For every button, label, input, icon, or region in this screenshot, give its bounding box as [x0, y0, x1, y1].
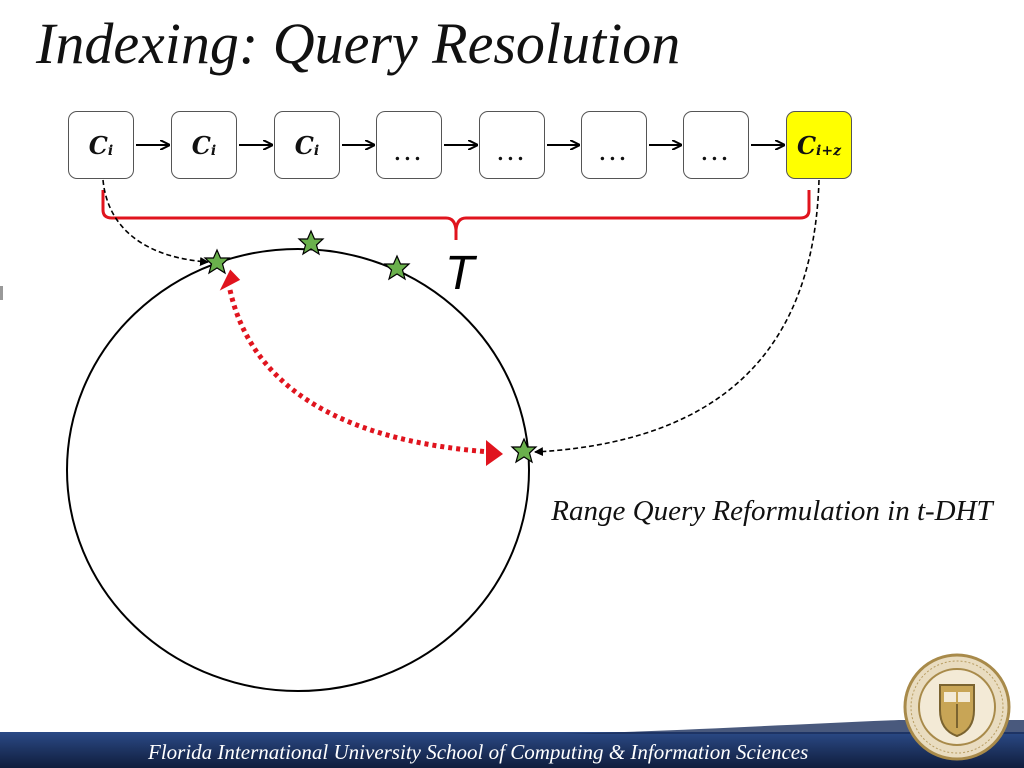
chain-node-1-sub: i: [107, 143, 114, 159]
caption: Range Query Reformulation in t-DHT: [551, 495, 993, 527]
chain-node-7: …: [683, 111, 749, 179]
star-icon: [203, 248, 231, 275]
red-arrowhead-right: [486, 440, 503, 466]
chain-node-4-ellipsis: …: [394, 134, 424, 167]
chain-node-1-base: C: [88, 130, 108, 160]
red-arrowhead-top: [219, 269, 241, 291]
dht-ring: [66, 248, 530, 692]
chain-node-7-ellipsis: …: [701, 134, 731, 167]
mapping-arrow-left: [102, 179, 209, 266]
chain-node-8-sub: i+z: [816, 143, 842, 159]
slide-title: Indexing: Query Resolution: [36, 11, 681, 76]
range-double-arrow: [227, 289, 491, 455]
chain-node-8-base: C: [796, 130, 817, 160]
chain-node-2-base: C: [191, 130, 211, 160]
star-icon: [383, 254, 411, 281]
chain-node-5: …: [479, 111, 545, 179]
chain-node-4: …: [376, 111, 442, 179]
chain-node-2-sub: i: [210, 143, 217, 159]
university-seal-icon: [903, 653, 1011, 761]
footer-text: Florida International University School …: [148, 740, 809, 764]
range-brace: [101, 190, 811, 240]
star-icon: [510, 437, 538, 464]
left-edge-mark: [0, 286, 3, 300]
t-label: T: [445, 247, 475, 300]
chain-node-3-sub: i: [313, 143, 320, 159]
mapping-arrow-right: [534, 179, 820, 457]
chain-node-6-ellipsis: …: [599, 134, 629, 167]
star-icon: [297, 229, 325, 256]
chain-node-3-base: C: [294, 130, 314, 160]
chain-node-6: …: [581, 111, 647, 179]
chain-node-5-ellipsis: …: [497, 134, 527, 167]
